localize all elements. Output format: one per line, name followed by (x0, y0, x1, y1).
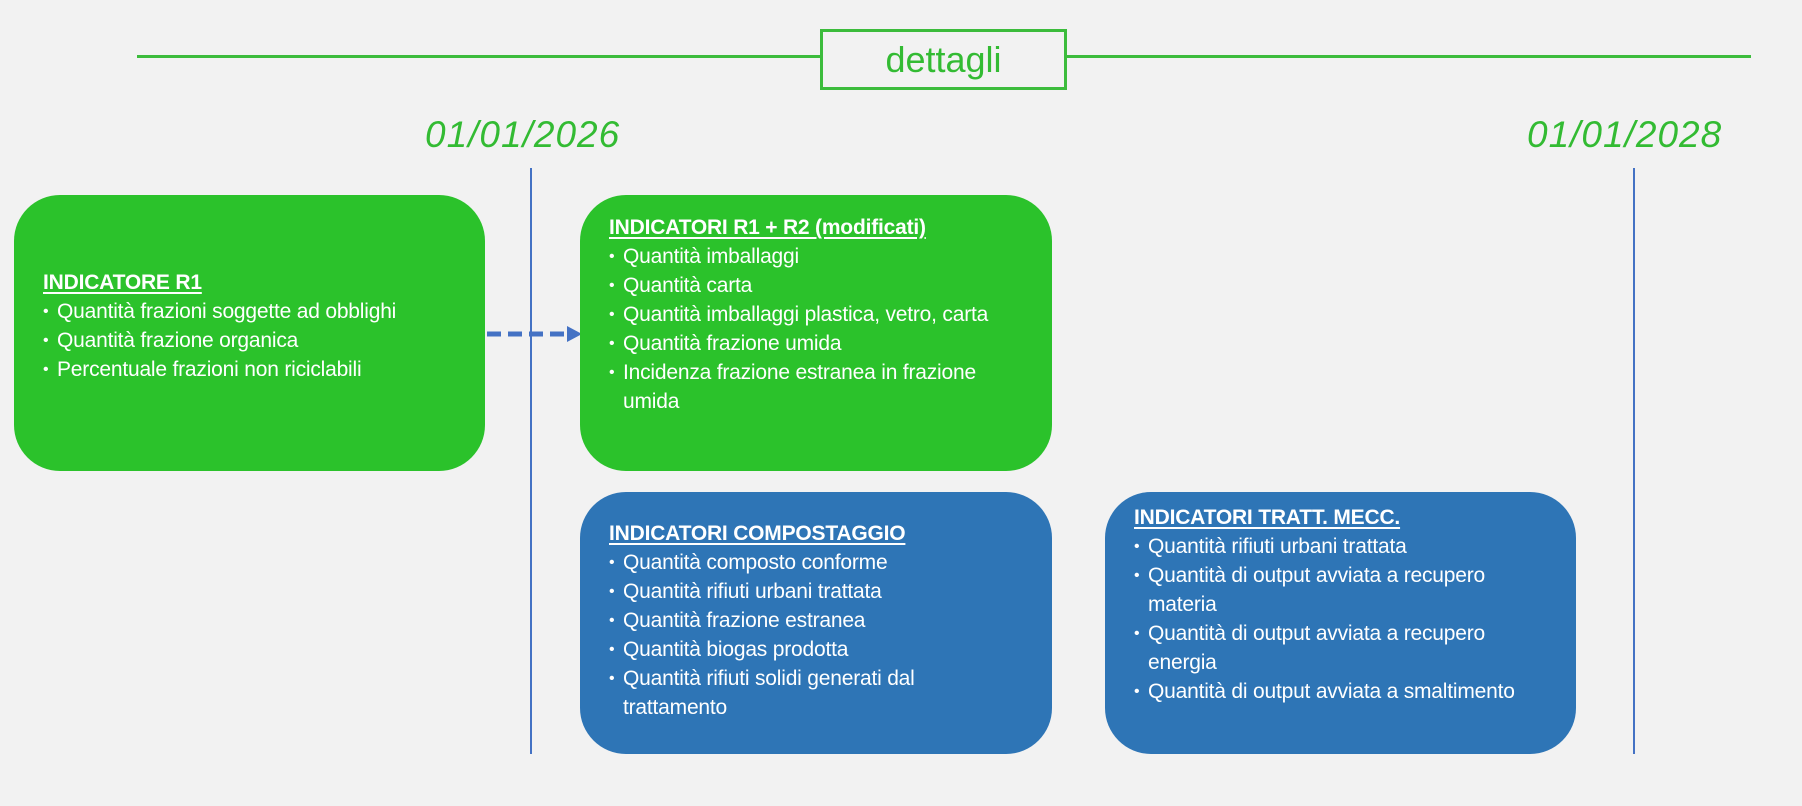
list-item: Quantità biogas prodotta (609, 635, 1024, 664)
box-title: INDICATORI TRATT. MECC. (1134, 506, 1401, 529)
dashed-arrow-icon (487, 326, 582, 342)
date-end: 01/01/2028 (1527, 114, 1723, 155)
item-list: Quantità composto conforme Quantità rifi… (609, 548, 1024, 722)
box-indicatori-r1-r2: INDICATORI R1 + R2 (modificati) Quantità… (580, 195, 1052, 471)
list-item: Quantità imballaggi plastica, vetro, car… (609, 300, 1024, 329)
item-list: Quantità frazioni soggette ad obblighi Q… (43, 297, 457, 384)
list-item: Quantità rifiuti solidi generati dal tra… (609, 664, 1024, 722)
list-item: Quantità carta (609, 271, 1024, 300)
list-item: Quantità di output avviata a recupero ma… (1134, 561, 1548, 619)
list-item: Quantità di output avviata a smaltimento (1134, 677, 1548, 706)
list-item: Quantità di output avviata a recupero en… (1134, 619, 1548, 677)
list-item: Quantità frazioni soggette ad obblighi (43, 297, 457, 326)
list-item: Quantità frazione estranea (609, 606, 1024, 635)
box-indicatori-tratt-mecc: INDICATORI TRATT. MECC. Quantità rifiuti… (1105, 492, 1576, 754)
list-item: Quantità rifiuti urbani trattata (1134, 532, 1548, 561)
box-title: INDICATORI COMPOSTAGGIO (609, 522, 906, 545)
list-item: Quantità rifiuti urbani trattata (609, 577, 1024, 606)
list-item: Quantità imballaggi (609, 242, 1024, 271)
list-item: Quantità composto conforme (609, 548, 1024, 577)
header-line-right (1065, 55, 1751, 58)
item-list: Quantità rifiuti urbani trattata Quantit… (1134, 532, 1548, 706)
list-item: Quantità frazione umida (609, 329, 1024, 358)
details-label: dettagli (820, 29, 1067, 90)
list-item: Incidenza frazione estranea in frazione … (609, 358, 1024, 416)
box-indicatori-compostaggio: INDICATORI COMPOSTAGGIO Quantità compost… (580, 492, 1052, 754)
timeline-marker-start (530, 168, 532, 754)
list-item: Percentuale frazioni non riciclabili (43, 355, 457, 384)
box-title: INDICATORE R1 (43, 271, 202, 294)
item-list: Quantità imballaggi Quantità carta Quant… (609, 242, 1024, 416)
timeline-marker-end (1633, 168, 1635, 754)
box-indicatore-r1: INDICATORE R1 Quantità frazioni soggette… (14, 195, 485, 471)
header-line-left (137, 55, 822, 58)
box-title: INDICATORI R1 + R2 (modificati) (609, 216, 926, 239)
date-start: 01/01/2026 (425, 114, 621, 155)
list-item: Quantità frazione organica (43, 326, 457, 355)
